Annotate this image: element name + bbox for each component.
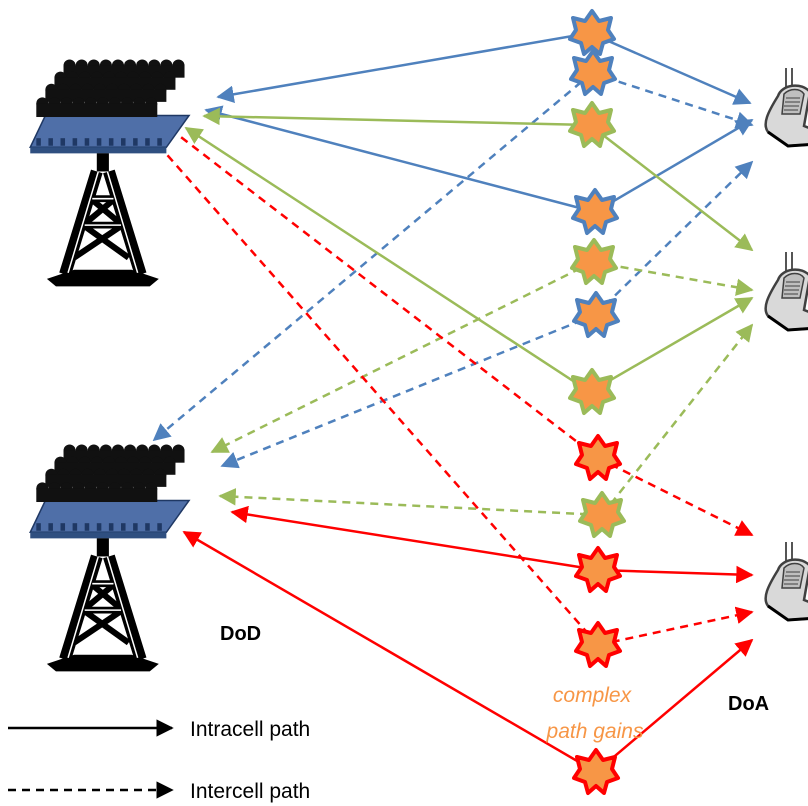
green-intercell-path-2 — [210, 260, 594, 454]
blue-intracell-path-1 — [216, 31, 591, 103]
scatterer-star-icon — [574, 434, 622, 481]
blue-intracell-path-2 — [589, 31, 752, 105]
scatterer-star-icon — [572, 291, 620, 338]
blue-intercell-path-3 — [594, 160, 754, 316]
scatterer-star-icon — [568, 368, 616, 415]
base-station-cell-1-icon — [30, 60, 189, 287]
scatterers — [568, 9, 626, 795]
green-intracell-path-3 — [184, 126, 591, 394]
blue-intercell-path-2 — [152, 72, 593, 442]
green-intracell-path-4 — [589, 296, 754, 394]
blue-intercell-path-1 — [591, 71, 754, 129]
doa-label: DoA — [728, 693, 769, 715]
red-intracell-path-3 — [182, 530, 597, 774]
red-intercell-path-1 — [162, 122, 599, 459]
red-intercell-path-2 — [597, 456, 754, 537]
scatterer-star-icon — [572, 748, 620, 795]
complex-path-gains-annotation-line-1: complex — [553, 684, 633, 707]
legend: Intracell path Intercell path — [8, 718, 310, 803]
legend-intracell-label: Intracell path — [190, 718, 310, 741]
mobile-phone-user-3-icon — [764, 540, 808, 622]
red-intracell-path-4 — [595, 638, 754, 773]
red-intercell-path-4 — [597, 606, 754, 647]
scatterer-star-icon — [569, 49, 617, 96]
red-intracell-path-1 — [230, 505, 599, 572]
green-intracell-path-2 — [589, 124, 754, 252]
scatterer-star-icon — [578, 491, 626, 538]
complex-path-gains-annotation-line-2: path gains — [546, 720, 644, 743]
green-intercell-path-3 — [601, 323, 754, 516]
legend-intercell-label: Intercell path — [190, 780, 310, 803]
red-intracell-path-2 — [597, 565, 754, 584]
scatterer-star-icon — [568, 9, 616, 56]
blue-intracell-path-4 — [594, 118, 754, 214]
propagation-paths — [138, 31, 754, 774]
scatterer-star-icon — [570, 238, 618, 285]
scatterer-star-icon — [574, 546, 622, 593]
base-station-cell-2-icon — [30, 445, 189, 672]
green-intracell-path-1 — [202, 107, 591, 127]
scatterer-star-icon — [571, 188, 619, 235]
green-intercell-path-4 — [218, 488, 603, 517]
mobile-phone-user-2-icon — [764, 250, 808, 332]
dod-label: DoD — [220, 623, 261, 645]
red-intercell-path-3 — [138, 122, 599, 646]
mobile-phone-user-1-icon — [764, 66, 808, 148]
blue-intracell-path-3 — [204, 105, 596, 214]
scatterer-star-icon — [574, 621, 622, 668]
blue-intercell-path-4 — [220, 313, 596, 469]
